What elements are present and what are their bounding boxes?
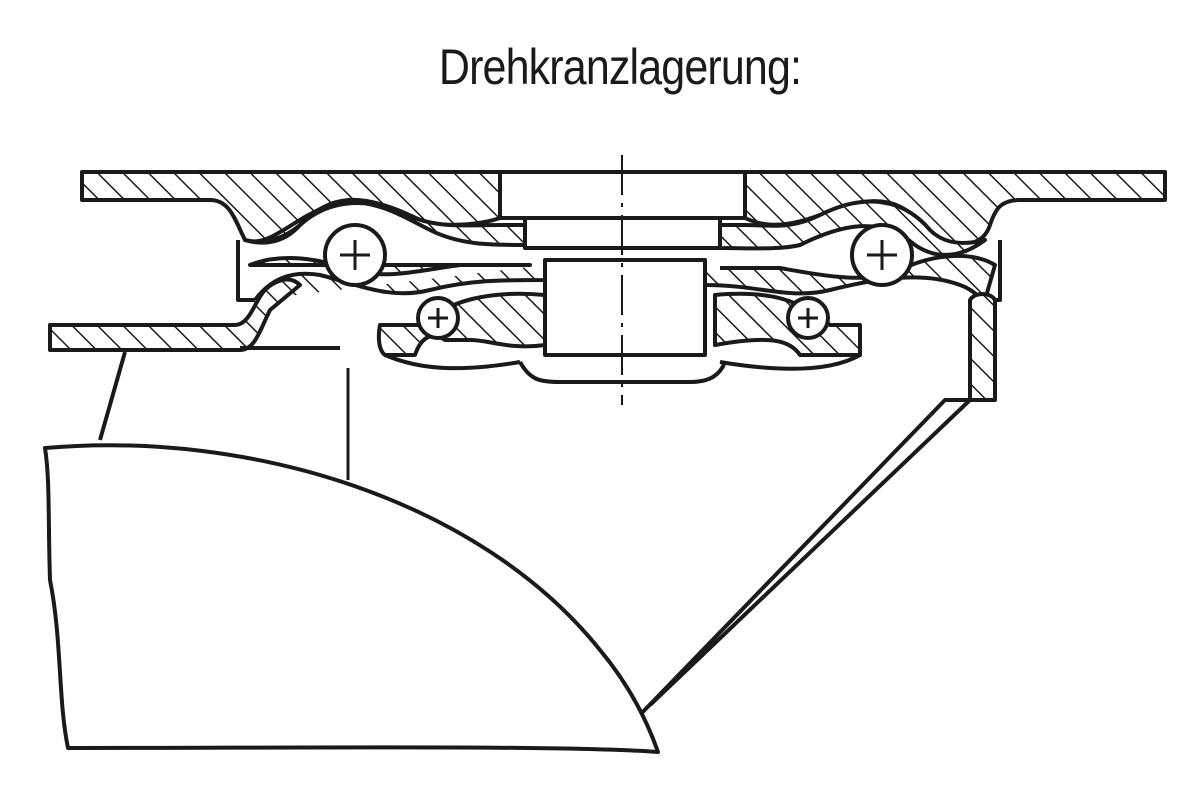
fork-diagonal (633, 398, 995, 722)
drawing-title: Drehkranzlagerung: (438, 39, 802, 95)
kingpin-core (543, 258, 707, 357)
fork-right (968, 292, 997, 402)
wheel (43, 443, 660, 754)
kingpin-bottom (518, 360, 727, 384)
lower-race (376, 291, 547, 357)
lower-left-plate (48, 277, 302, 352)
upper-race-right (718, 199, 987, 257)
